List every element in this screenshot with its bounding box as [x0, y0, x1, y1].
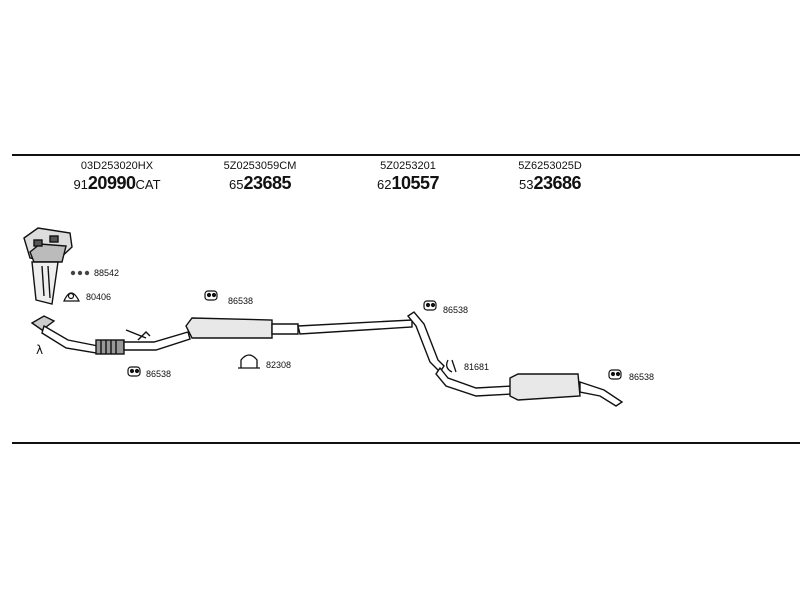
- rubber-mount-icon: [423, 300, 437, 311]
- part-number-suffix: CAT: [135, 177, 161, 192]
- oe-number: 5Z0253201: [380, 160, 436, 172]
- label-clamp-rear: 81681: [464, 362, 489, 372]
- rear-silencer: [509, 373, 624, 407]
- part-number-main: 10557: [391, 173, 440, 193]
- label-mount-rear-mid: 86538: [146, 369, 171, 379]
- part-number-prefix: 91: [73, 177, 88, 192]
- clamp-cat-icon: [70, 270, 90, 276]
- header-catalytic-converter: 03D253020HX 9120990CAT: [62, 160, 172, 195]
- rubber-mount-icon: [127, 366, 141, 377]
- label-mount-mid: 86538: [443, 305, 468, 315]
- part-number-prefix: 62: [376, 177, 392, 192]
- part-number-main: 23685: [243, 173, 292, 193]
- part-number-main: 23686: [533, 173, 582, 193]
- top-divider: [12, 154, 800, 156]
- header-front-silencer: 5Z0253059CM 6523685: [210, 160, 310, 195]
- pipe-clamp-icon: [446, 359, 457, 373]
- part-number: 9120990CAT: [62, 173, 172, 195]
- bottom-divider: [12, 442, 800, 444]
- intermediate-pipe: [406, 311, 513, 397]
- oe-number: 5Z6253025D: [518, 160, 582, 172]
- part-number: 5323686: [500, 173, 600, 195]
- part-number: 6523685: [210, 173, 310, 195]
- u-clamp-icon: [238, 354, 260, 369]
- part-number-prefix: 53: [518, 177, 534, 192]
- gasket-cat-icon: [63, 292, 80, 302]
- part-number-main: 20990: [87, 173, 136, 193]
- label-mount-rear: 86538: [629, 372, 654, 382]
- label-gasket-cat: 80406: [86, 292, 111, 302]
- label-clamp-mid: 82308: [266, 360, 291, 370]
- part-number-prefix: 65: [228, 177, 244, 192]
- oe-number: 5Z0253059CM: [223, 160, 297, 172]
- front-pipe: [30, 315, 191, 355]
- label-clamp-cat: 88542: [94, 268, 119, 278]
- header-intermediate-pipe: 5Z0253201 6210557: [358, 160, 458, 195]
- rubber-mount-icon: [608, 369, 622, 380]
- oe-number: 03D253020HX: [80, 160, 154, 172]
- header-rear-silencer: 5Z6253025D 5323686: [500, 160, 600, 195]
- front-silencer: [185, 317, 413, 339]
- part-number: 6210557: [358, 173, 458, 195]
- rubber-mount-icon: [204, 290, 218, 301]
- label-mount-front: 86538: [228, 296, 253, 306]
- catalytic-converter: [23, 227, 73, 305]
- lambda-sensor-label: λ: [36, 343, 43, 357]
